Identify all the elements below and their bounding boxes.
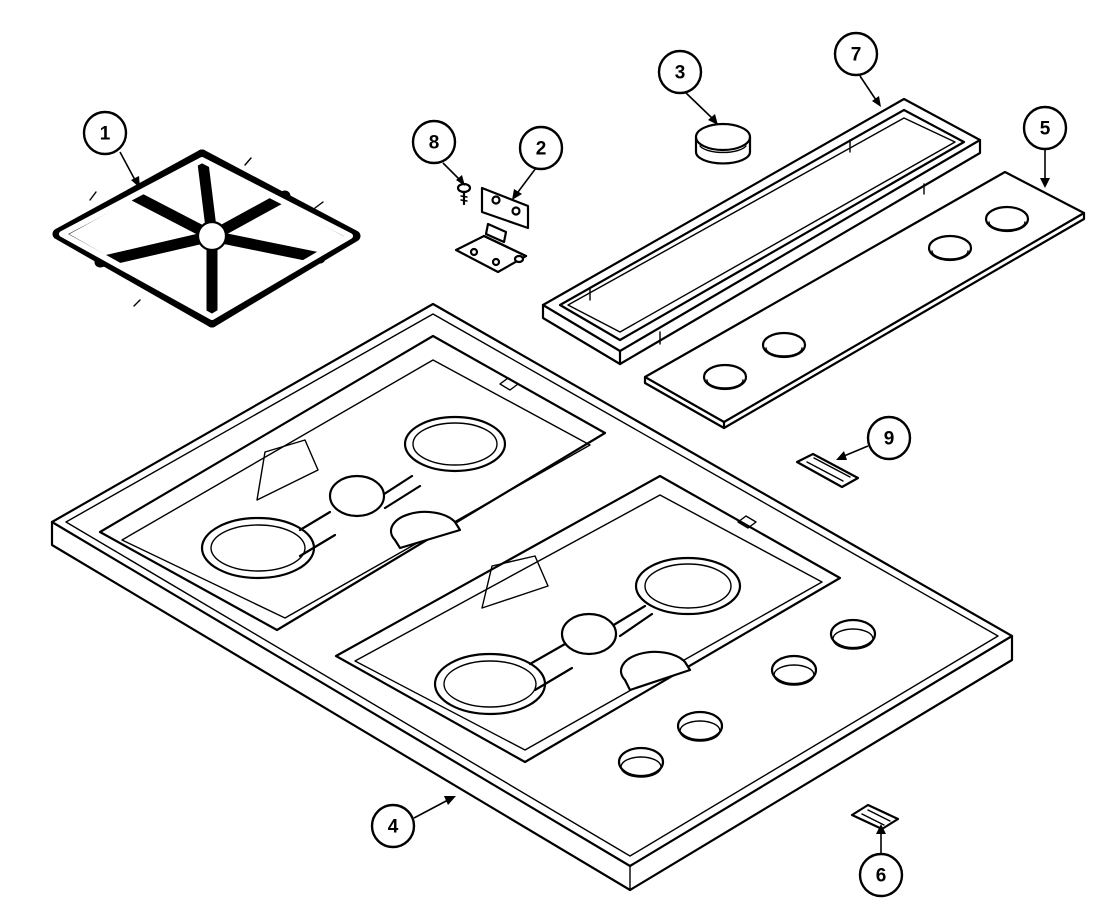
callout-label-1: 1 [100, 124, 111, 145]
part-9-clip [795, 452, 860, 489]
callout-4: 4 [370, 796, 456, 849]
callout-label-6: 6 [876, 866, 887, 887]
callout-6: 6 [858, 824, 904, 898]
part-4-cooktop [50, 302, 1014, 892]
callout-label-9: 9 [884, 429, 895, 450]
callout-8: 8 [411, 119, 465, 186]
callout-label-7: 7 [851, 45, 862, 66]
callout-9: 9 [836, 415, 912, 461]
callout-7: 7 [833, 31, 881, 107]
callout-label-8: 8 [429, 133, 440, 154]
callout-3: 3 [657, 49, 718, 125]
callout-2: 2 [512, 125, 564, 200]
callout-label-4: 4 [388, 817, 399, 838]
part-1-burner-grate [52, 149, 361, 328]
part-3-cap [694, 122, 752, 165]
part-8-screw [456, 182, 472, 206]
callout-5: 5 [1022, 105, 1068, 188]
callout-label-3: 3 [675, 63, 686, 84]
callout-1: 1 [82, 110, 140, 188]
part-7-frame [541, 97, 982, 366]
callout-label-5: 5 [1040, 119, 1051, 140]
part-6-tab [850, 803, 900, 831]
callout-label-2: 2 [536, 139, 547, 160]
part-5-control-panel [643, 170, 1086, 430]
part-2-hinge [454, 186, 530, 274]
